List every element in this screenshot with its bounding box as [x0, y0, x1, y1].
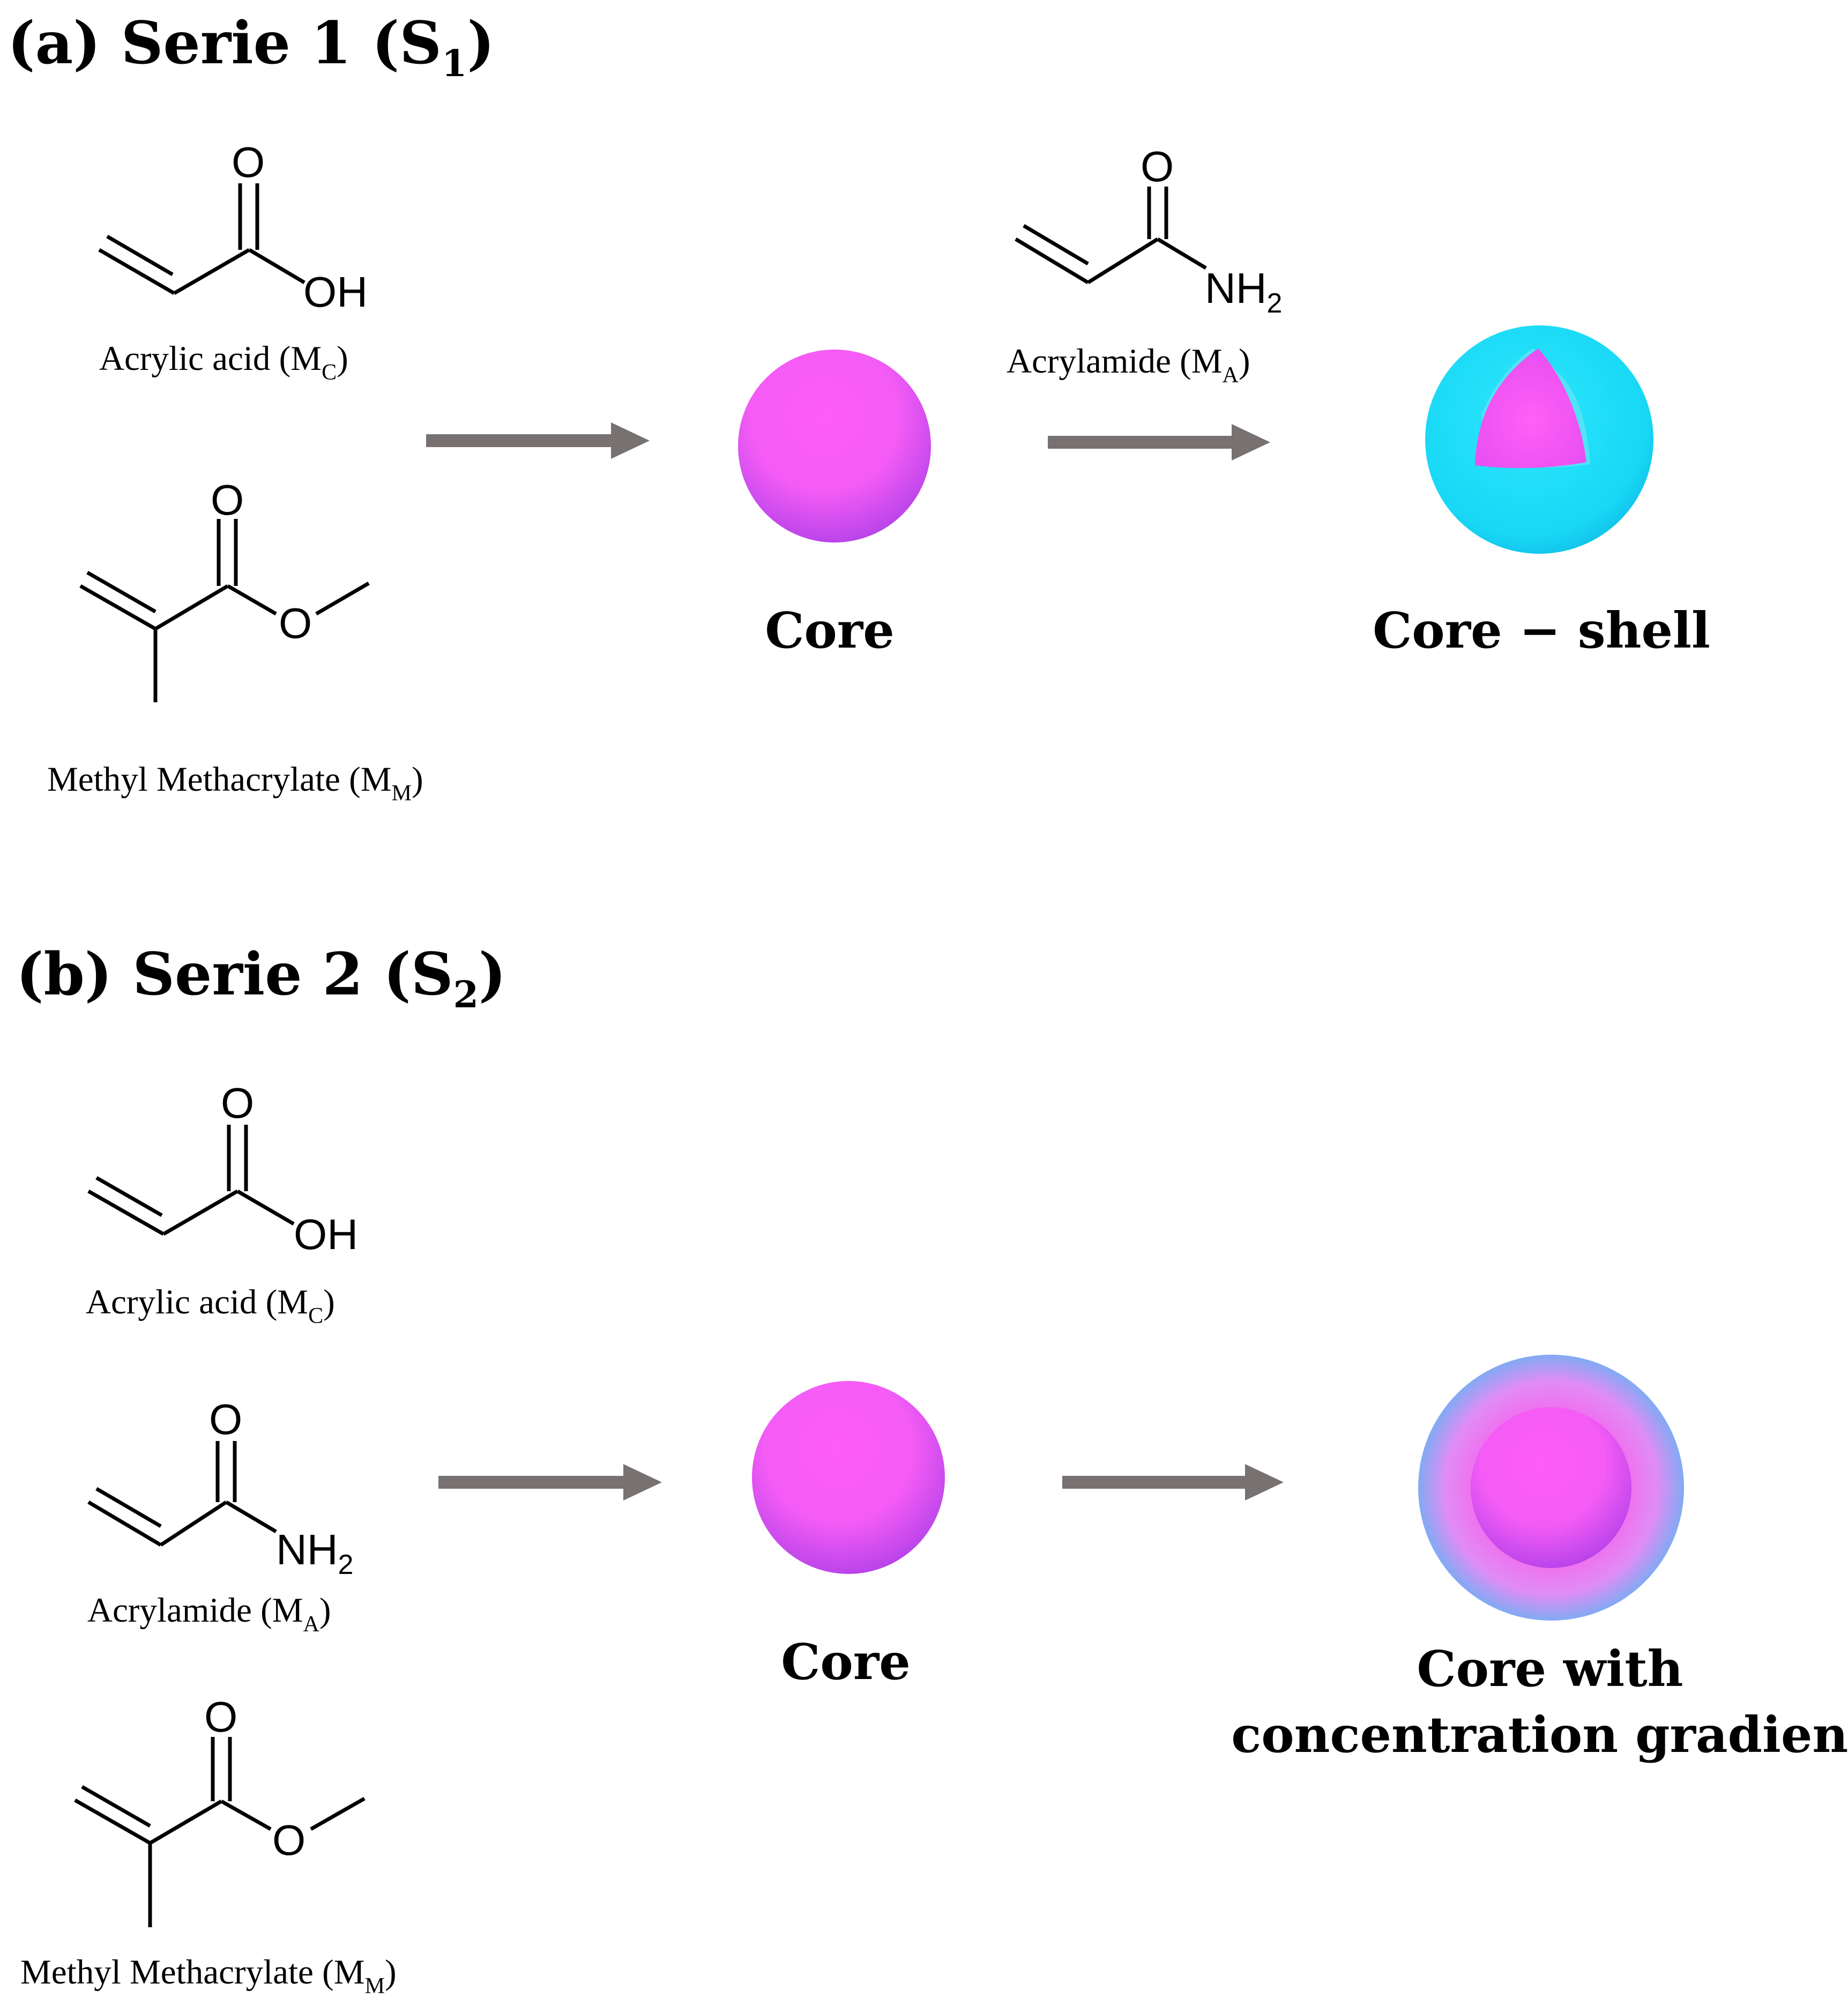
atom-nh2: NH2 [1205, 264, 1282, 319]
atom-o: O [209, 1395, 242, 1443]
acrylamide-caption-a: Acrylamide (MA) [1007, 342, 1250, 388]
gradient-label-line1-b: Core with [1417, 1640, 1683, 1698]
atom-o-ester: O [272, 1816, 305, 1864]
atom-o-ester: O [279, 599, 312, 647]
methyl-methacrylate-structure-a: O O [79, 476, 370, 702]
acrylamide-structure-b: O NH2 [87, 1395, 353, 1580]
atom-o: O [1141, 143, 1174, 190]
atom-oh: OH [294, 1210, 358, 1258]
acrylic-acid-structure-a: O OH [98, 138, 368, 316]
methyl-methacrylate-caption-a: Methyl Methacrylate (MM) [47, 760, 423, 806]
core-sphere-b [752, 1381, 945, 1574]
atom-o: O [232, 138, 265, 186]
methyl-methacrylate-caption-b: Methyl Methacrylate (MM) [20, 1953, 397, 1999]
arrowhead-icon [611, 422, 650, 459]
core-shell-sphere-a [1425, 325, 1653, 554]
core-shell-label-a: Core − shell [1373, 601, 1710, 659]
core-label-b: Core [781, 1633, 911, 1691]
acrylic-acid-structure-b: O OH [87, 1079, 358, 1258]
panel-a-title: (a) Serie 1 (S1) [8, 9, 495, 85]
acrylamide-caption-b: Acrylamide (MA) [87, 1591, 331, 1637]
arrowhead-icon [1245, 1464, 1284, 1501]
gradient-label-line2-b: concentration gradient [1231, 1706, 1848, 1764]
atom-nh2: NH2 [276, 1526, 353, 1580]
atom-o: O [221, 1079, 254, 1127]
core-sphere-a [738, 350, 931, 543]
acrylic-acid-caption-b: Acrylic acid (MC) [86, 1283, 335, 1328]
atom-oh: OH [303, 268, 368, 316]
core-label-a: Core [765, 601, 895, 659]
gradient-sphere-b [1418, 1355, 1684, 1621]
acrylic-acid-caption-a: Acrylic acid (MC) [99, 339, 348, 385]
arrowhead-icon [1232, 424, 1270, 460]
acrylamide-structure-a: O NH2 [1015, 143, 1282, 319]
atom-o-carbonyl: O [211, 476, 244, 524]
panel-b-title: (b) Serie 2 (S2) [16, 940, 506, 1016]
methyl-methacrylate-structure-b: O O [74, 1693, 366, 1927]
arrowhead-icon [623, 1464, 662, 1501]
atom-o-carbonyl: O [204, 1693, 237, 1741]
